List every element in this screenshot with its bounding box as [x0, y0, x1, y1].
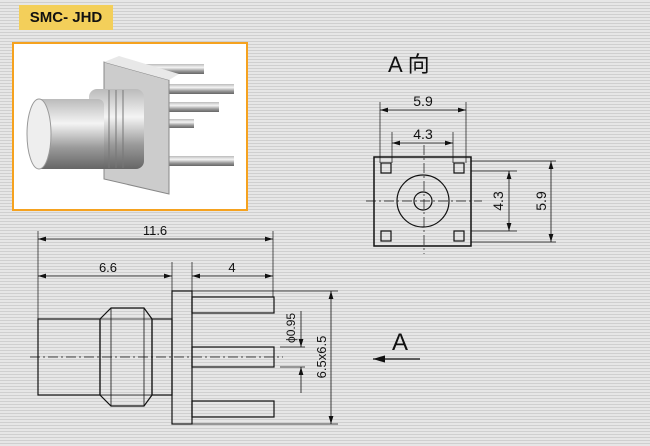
dim-overall-length: 11.6 — [143, 223, 167, 238]
product-title: SMC- JHD — [19, 5, 113, 30]
side-view — [30, 231, 338, 425]
top-view — [366, 102, 556, 254]
view-arrow-label: A — [392, 329, 408, 356]
dim-body-length: 6.6 — [99, 260, 117, 275]
dim-top-width: 5.9 — [413, 93, 433, 109]
dim-pin-length: 4 — [228, 260, 235, 275]
dim-flange: 6.5x6.5 — [314, 336, 329, 379]
dim-pin-diameter: ϕ0.95 — [284, 313, 298, 343]
dim-side-width: 5.9 — [533, 191, 549, 211]
connector-render — [26, 56, 234, 195]
product-photo — [12, 42, 248, 211]
view-title: A 向 — [388, 52, 430, 77]
dim-top-pitch: 4.3 — [413, 126, 433, 142]
dim-side-pitch: 4.3 — [490, 191, 506, 211]
